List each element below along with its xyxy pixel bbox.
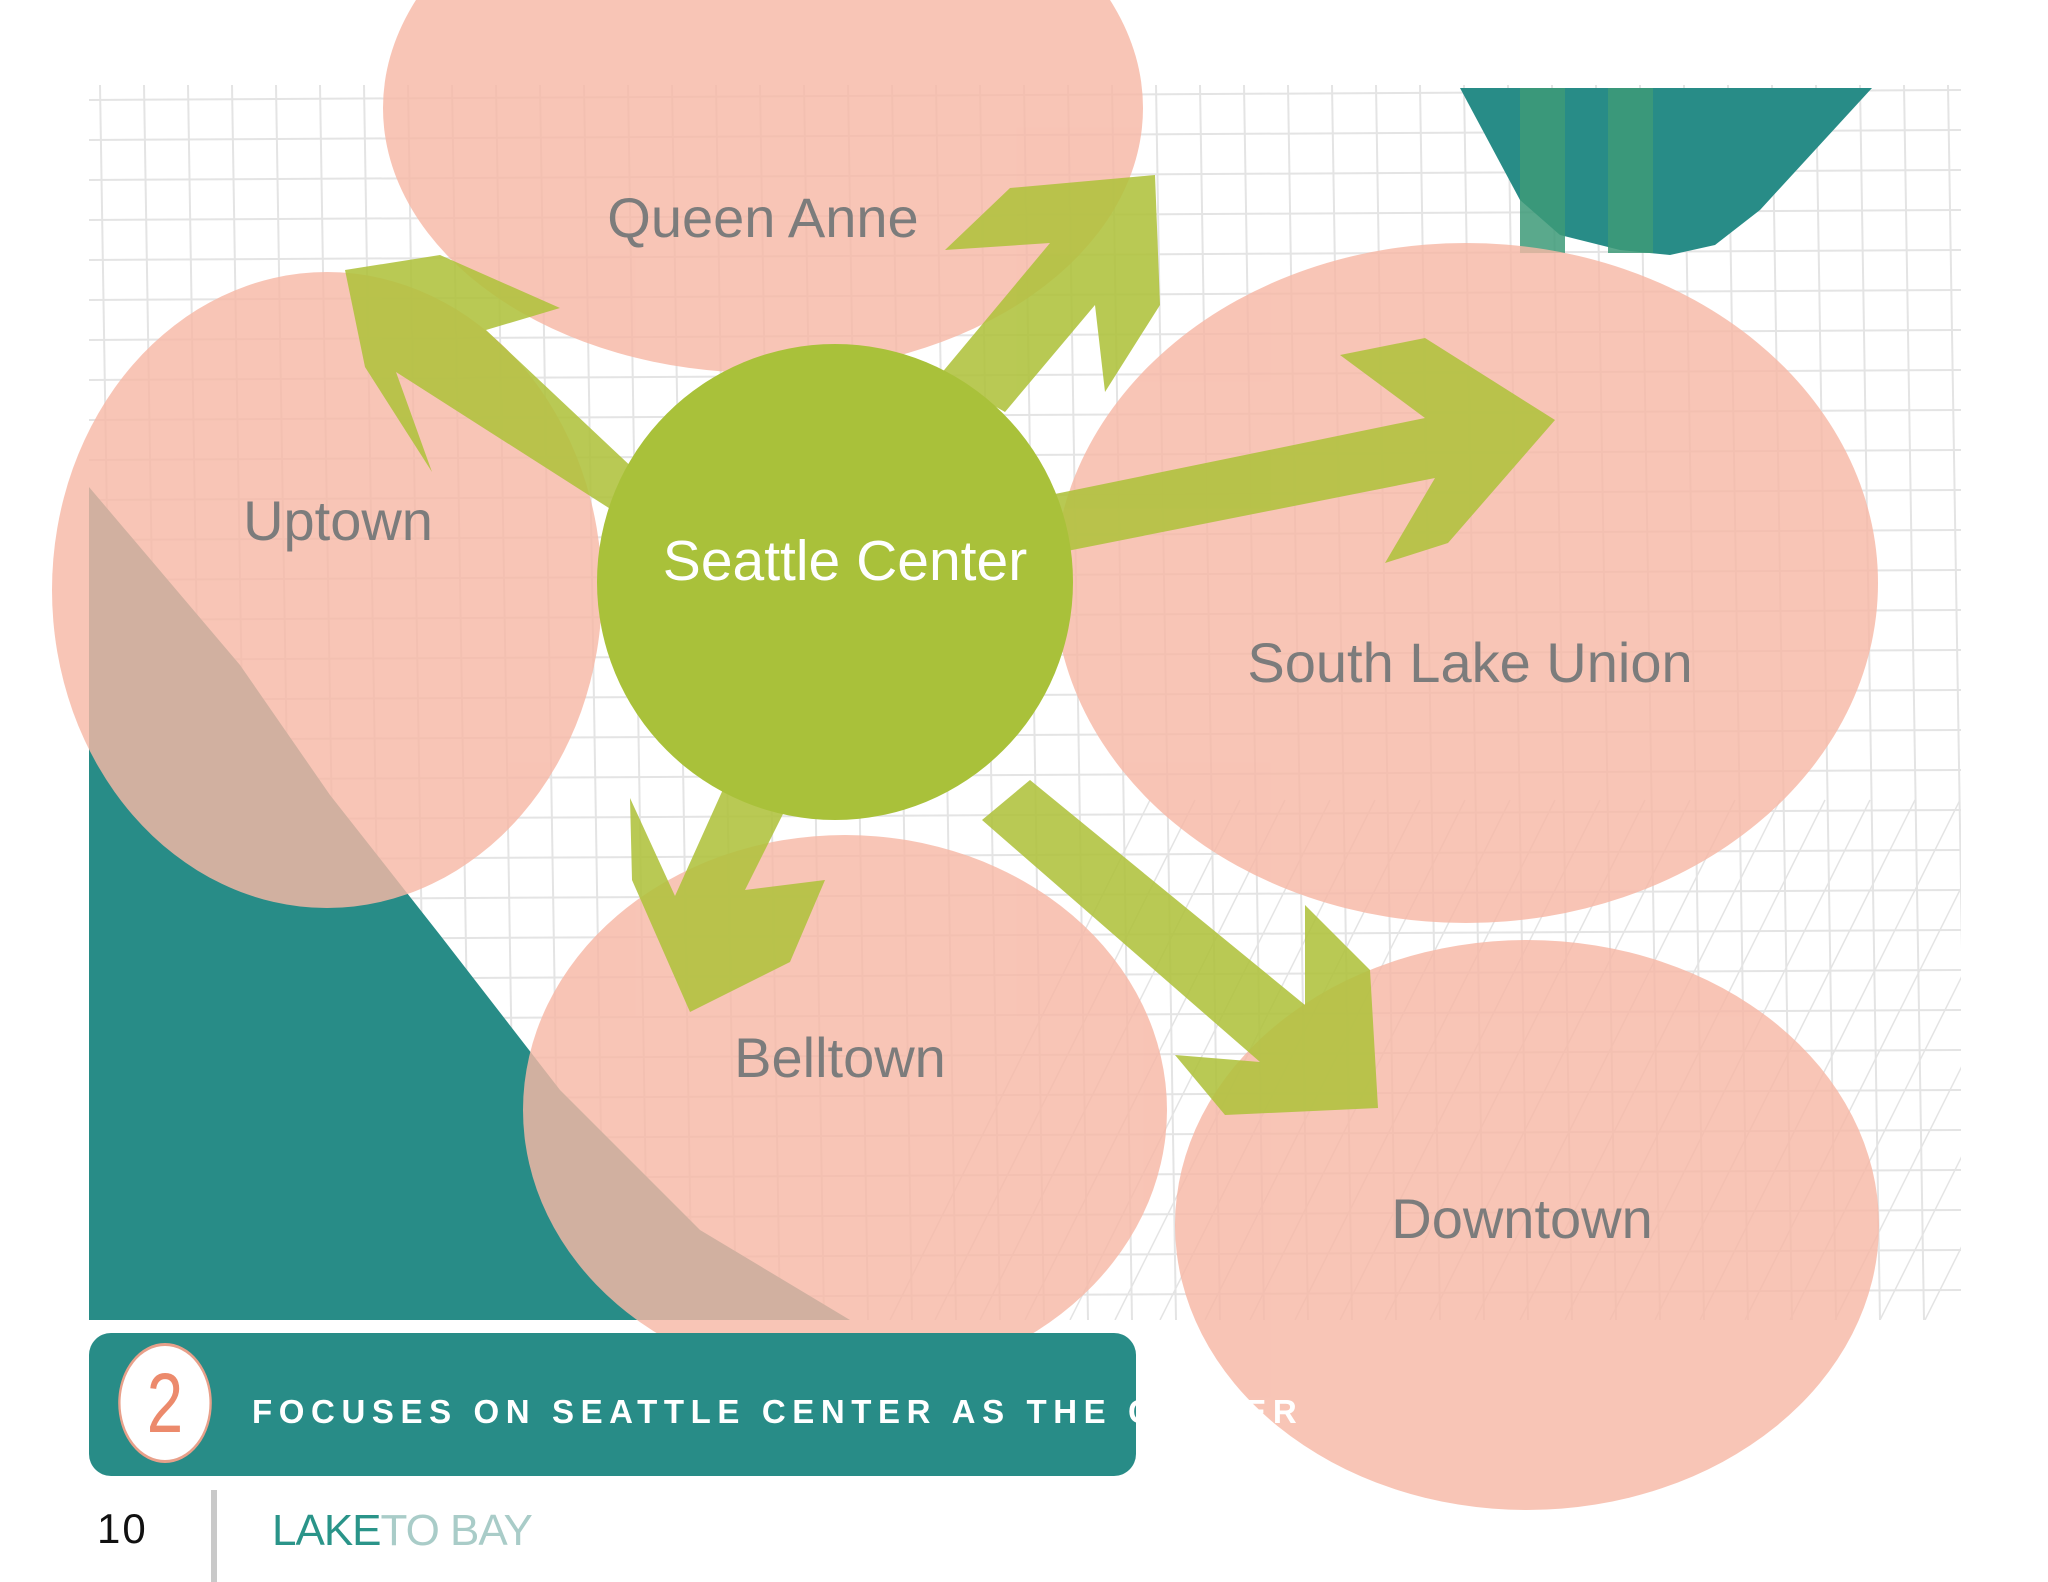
seattle-center-circle xyxy=(597,344,1073,820)
page-number: 10 xyxy=(97,1505,148,1552)
brand-to-bay: TO BAY xyxy=(380,1506,533,1555)
brand-wordmark: LAKETO BAY xyxy=(272,1506,533,1556)
circle-queen-anne xyxy=(383,0,1143,373)
arrow-to-belltown xyxy=(630,785,825,1012)
circle-uptown xyxy=(52,272,602,908)
label-belltown: Belltown xyxy=(734,1026,946,1089)
circle-belltown xyxy=(523,835,1167,1385)
water-body-lake-union xyxy=(1460,88,1872,255)
label-uptown: Uptown xyxy=(243,489,433,552)
caption-banner xyxy=(89,1333,1136,1476)
arrow-to-uptown xyxy=(345,255,638,510)
footer-divider xyxy=(211,1490,217,1582)
brand-lake: LAKE xyxy=(272,1506,382,1555)
arrow-to-queen-anne xyxy=(940,175,1160,412)
option-number-badge: 2 xyxy=(118,1343,212,1463)
label-south-lake-union: South Lake Union xyxy=(1247,631,1692,694)
caption-text: FOCUSES ON SEATTLE CENTER AS THE CENTER xyxy=(252,1393,1304,1430)
water-body-elliott-bay xyxy=(89,487,850,1320)
arrow-to-south-lake-union xyxy=(1050,338,1555,563)
arrows xyxy=(345,175,1555,1115)
label-downtown: Downtown xyxy=(1391,1187,1652,1250)
label-seattle-center: Seattle Center xyxy=(663,529,1027,593)
label-queen-anne: Queen Anne xyxy=(607,186,918,249)
circle-south-lake-union xyxy=(1054,243,1878,923)
arrow-to-downtown xyxy=(982,780,1378,1115)
